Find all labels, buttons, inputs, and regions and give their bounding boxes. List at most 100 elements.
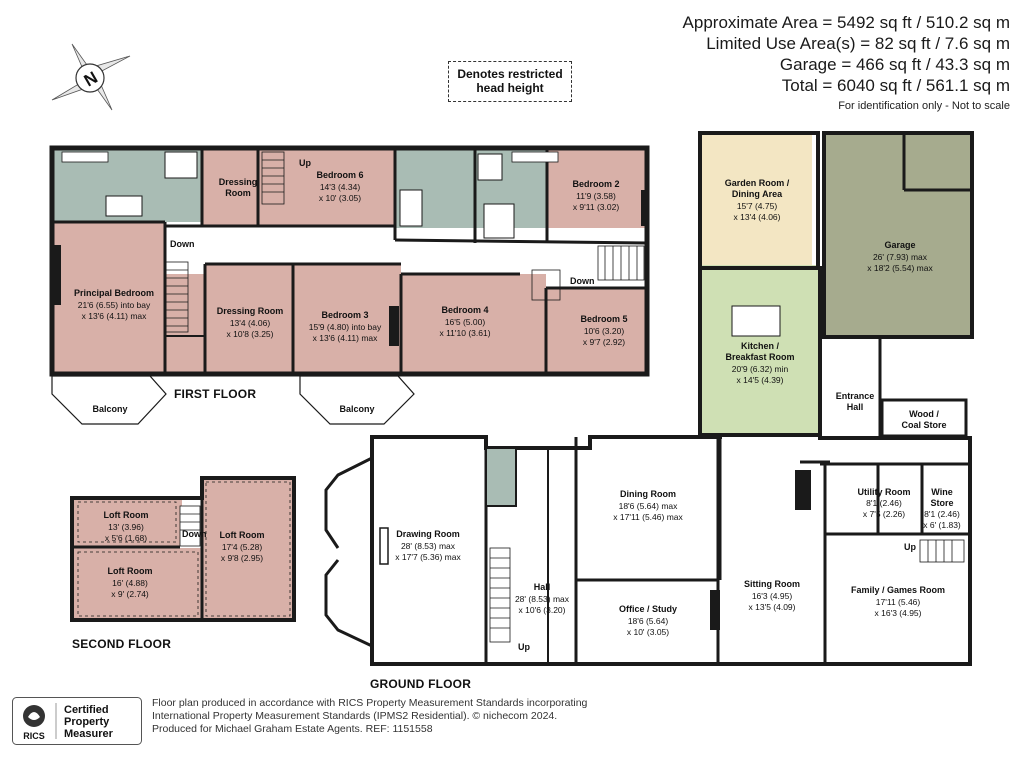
bedroom-2-dim1: 11'9 (3.58) [576,191,616,201]
kitchen-label: Kitchen / [741,341,780,351]
down-marker-2: Down [570,276,595,286]
bedroom-5-dim1: 10'6 (3.20) [584,326,625,336]
badge-line-3: Measurer [64,728,114,740]
loft-room-2-label: Loft Room [220,530,265,540]
garden-room-label: Garden Room / [725,178,790,188]
bedroom-3-fill [293,264,401,374]
ground-stairs [489,539,965,643]
office-study-label: Office / Study [619,604,677,614]
bedroom-4-fill [401,274,546,374]
rics-certified-badge: RICS Certified Property Measurer [12,697,142,745]
office-study-dim1: 18'6 (5.64) [628,616,669,626]
hall-dim1: 28' (8.53) max [515,594,570,604]
bedroom-4-dim2: x 11'10 (3.61) [439,328,490,338]
bedroom-5-label: Bedroom 5 [580,314,627,324]
garage-area: Garage = 466 sq ft / 43.3 sq m [779,55,1010,74]
loft-room-2-dim1: 17'4 (5.28) [222,542,263,552]
loft-room-3-dim1: 16' (4.88) [112,578,148,588]
up-marker-3: Up [904,542,916,552]
loft-room-1-label: Loft Room [104,510,149,520]
limited-use-area: Limited Use Area(s) = 82 sq ft / 7.6 sq … [706,34,1010,53]
badge-line-2: Property [64,716,110,728]
restricted-line-1: Denotes restricted [457,67,563,81]
approximate-area: Approximate Area = 5492 sq ft / 510.2 sq… [682,13,1010,32]
compass-icon: N [51,43,131,111]
wine-store-dim1: 8'1 (2.46) [924,509,960,519]
garden-room-dim2: x 13'4 (4.06) [734,212,781,222]
utility-room-dim2: x 7'5 (2.26) [863,509,905,519]
family-games-room-label: Family / Games Room [851,585,945,595]
bedroom-4-dim1: 16'5 (5.00) [445,317,486,327]
footer-line-3: Produced for Michael Graham Estate Agent… [152,723,433,735]
ground-floor [324,131,974,666]
second-floor [70,476,296,622]
balcony-right [299,375,415,425]
entrance-hall-label2: Hall [847,402,864,412]
drawing-room-label: Drawing Room [396,529,460,539]
kitchen-label2: Breakfast Room [725,352,794,362]
garage-dim2: x 18'2 (5.54) max [867,263,933,273]
dressing-room-fill [205,264,293,374]
ground-floor-labels: Garden Room / Dining Area 15'7 (4.75) x … [395,178,961,652]
utility-room-label: Utility Room [858,487,911,497]
wine-store-label2: Store [930,498,953,508]
footer-disclaimer: Floor plan produced in accordance with R… [152,697,587,736]
balcony-left [51,375,167,425]
hall-dim2: x 10'6 (3.20) [519,605,566,615]
office-study-dim2: x 10' (3.05) [627,627,669,637]
wood-store-label2: Coal Store [901,420,946,430]
second-floor-label: SECOND FLOOR [72,637,172,651]
loft-room-3-label: Loft Room [108,566,153,576]
dressing-room-dim2: x 10'8 (3.25) [227,329,274,339]
bedroom-3-dim1: 15'9 (4.80) into bay [309,322,382,332]
dressing-room-top-label: Dressing [219,177,258,187]
family-games-room-dim2: x 16'3 (4.95) [875,608,922,618]
sitting-room-dim2: x 13'5 (4.09) [749,602,796,612]
loft-room-1-dim1: 13' (3.96) [108,522,144,532]
entrance-hall-label: Entrance [836,391,875,401]
balcony-right-label: Balcony [339,404,374,414]
bedroom-2-label: Bedroom 2 [572,179,619,189]
badge-line-1: Certified [64,704,109,716]
garage-dim1: 26' (7.93) max [873,252,928,262]
dressing-room-top-fill [202,148,258,226]
loft-room-1-dim2: x 5'6 (1.68) [105,533,147,543]
bedroom-6-fill [258,148,395,226]
dining-room-dim2: x 17'11 (5.46) max [613,512,683,522]
bedroom-2-dim2: x 9'11 (3.02) [573,202,620,212]
bedroom-3-dim2: x 13'6 (4.11) max [313,333,379,343]
principal-bedroom-label: Principal Bedroom [74,288,154,298]
wine-store-dim2: x 6' (1.83) [923,520,961,530]
ground-floor-label: GROUND FLOOR [370,677,472,691]
bedroom-5-fill [546,288,646,374]
restricted-line-2: head height [476,81,544,95]
restricted-height-legend: Denotes restricted head height [448,61,572,102]
drawing-room-dim2: x 17'7 (5.36) max [395,552,461,562]
rics-text: RICS [23,731,45,741]
principal-bedroom-dim1: 21'6 (6.55) into bay [78,300,151,310]
up-marker-1: Up [299,158,311,168]
kitchen-dim2: x 14'5 (4.39) [737,375,784,385]
bedroom-5-dim2: x 9'7 (2.92) [583,337,625,347]
dining-room-label: Dining Room [620,489,676,499]
first-floor-stairs [165,151,645,333]
footer-line-2: International Property Measurement Stand… [152,710,558,722]
dining-room-dim1: 18'6 (5.64) max [619,501,679,511]
sitting-room-label: Sitting Room [744,579,800,589]
garage-label: Garage [884,240,915,250]
family-games-room-dim1: 17'11 (5.46) [876,597,921,607]
second-floor-labels: Loft Room 13' (3.96) x 5'6 (1.68) Loft R… [104,510,265,599]
up-marker-2: Up [518,642,530,652]
first-floor [49,145,650,425]
bedroom-6-dim2: x 10' (3.05) [319,193,361,203]
down-marker-1: Down [170,239,195,249]
dressing-room-label: Dressing Room [217,306,284,316]
first-floor-label: FIRST FLOOR [174,387,257,401]
dressing-room-dim1: 13'4 (4.06) [230,318,271,328]
kitchen-dim1: 20'9 (6.32) min [732,364,789,374]
garden-room-dim1: 15'7 (4.75) [737,201,778,211]
scale-note: For identification only - Not to scale [838,100,1010,112]
bedroom-3-label: Bedroom 3 [321,310,368,320]
sitting-room-dim1: 16'3 (4.95) [752,591,793,601]
